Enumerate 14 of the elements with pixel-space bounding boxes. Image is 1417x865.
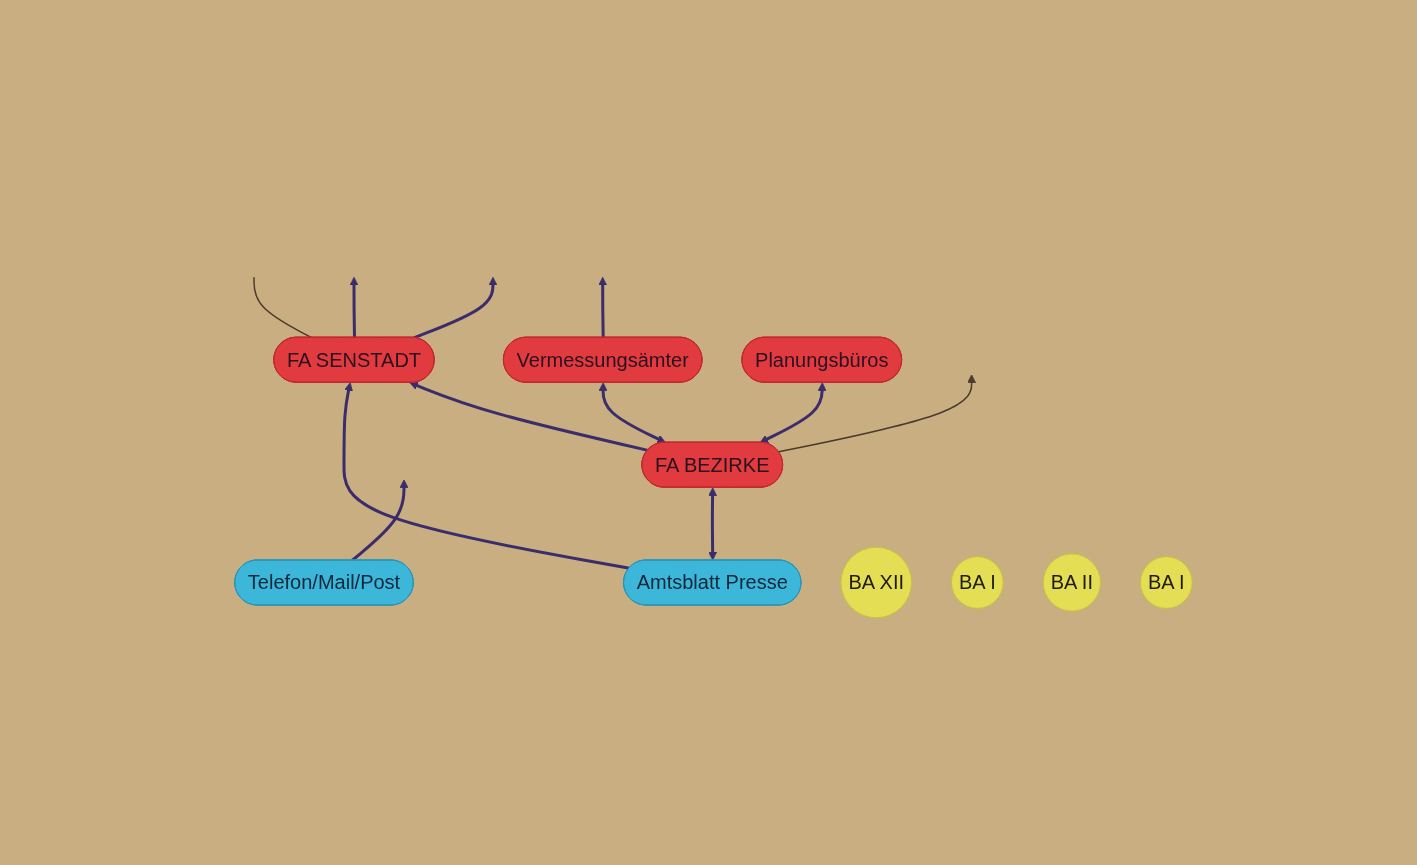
node-circle: BA I: [951, 556, 1005, 609]
arrow: [778, 374, 977, 453]
arrow: [760, 382, 827, 443]
node-circle: BA XII: [840, 546, 913, 619]
arrow: [413, 276, 498, 340]
arrow: [598, 276, 608, 338]
node-circle: BA II: [1043, 553, 1102, 612]
arrow: [342, 382, 631, 570]
arrow: [351, 479, 409, 562]
arrow: [409, 381, 649, 452]
arrow: [708, 487, 718, 561]
arrow: [350, 276, 359, 338]
node-circle: BA I: [1140, 556, 1194, 609]
arrow: [599, 382, 667, 444]
